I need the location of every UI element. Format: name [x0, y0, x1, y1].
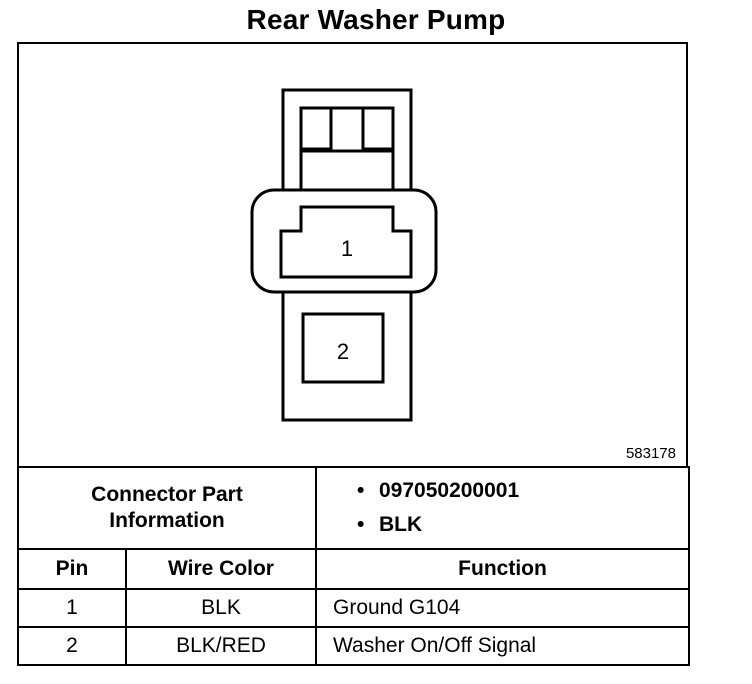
pin-2-label: 2: [337, 339, 349, 364]
pin-2-cavity: [301, 312, 385, 384]
cell-function: Washer On/Off Signal: [315, 626, 690, 666]
header-function: Function: [315, 548, 690, 590]
connector-lower-housing: [281, 292, 413, 422]
part-info-label-text: Connector Part Information: [91, 483, 243, 532]
page-title: Rear Washer Pump: [246, 4, 506, 35]
table-row: 1 BLK Ground G104: [17, 588, 690, 628]
cell-pin: 2: [17, 626, 127, 666]
connector-body: [250, 188, 438, 294]
pin-1-cavity: [279, 205, 413, 279]
connector-info-table: Connector Part Information 097050200001 …: [17, 466, 690, 666]
header-wire-color: Wire Color: [125, 548, 317, 590]
table-header-row: Pin Wire Color Function: [17, 548, 690, 590]
header-pin: Pin: [17, 548, 127, 590]
cell-wire-color: BLK/RED: [125, 626, 317, 666]
table-row: 2 BLK/RED Washer On/Off Signal: [17, 626, 690, 666]
connector-face-diagram: 1 2: [250, 88, 438, 422]
cell-wire-color: BLK: [125, 588, 317, 628]
part-info-item: BLK: [357, 508, 688, 542]
part-info-label: Connector Part Information: [17, 466, 317, 550]
cell-pin: 1: [17, 588, 127, 628]
part-info-list: 097050200001 BLK: [315, 466, 690, 550]
cell-function: Ground G104: [315, 588, 690, 628]
connector-diagram-frame: 1 2 583178: [17, 42, 688, 468]
connector-latch-left: [299, 106, 333, 151]
connector-top-tab: [281, 88, 413, 190]
figure-id: 583178: [625, 445, 676, 462]
part-info-item: 097050200001: [357, 474, 688, 508]
part-info-row: Connector Part Information 097050200001 …: [17, 466, 690, 550]
connector-latch-right: [361, 106, 395, 151]
pin-1-label: 1: [341, 236, 353, 261]
